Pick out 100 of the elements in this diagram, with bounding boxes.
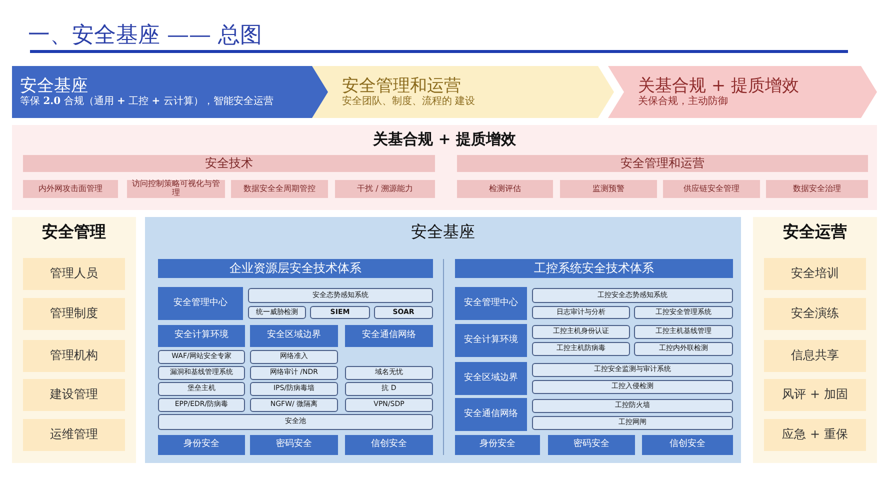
item-label: 建设管理 — [49, 388, 99, 402]
box-label: 安全区域边界 — [266, 331, 322, 341]
component-box — [345, 382, 433, 396]
box-label: 身份安全 — [478, 440, 516, 450]
section-panel — [12, 125, 877, 210]
category-box — [158, 287, 243, 320]
box-label: 密码安全 — [275, 440, 313, 450]
header-bar — [455, 259, 733, 278]
item-box — [764, 298, 866, 330]
item-box — [335, 180, 435, 198]
section-heading: 关基合规 + 提质增效 — [372, 131, 517, 148]
item-label: 数据安全治理 — [792, 184, 842, 194]
section-panel — [145, 217, 741, 463]
category-box — [455, 398, 527, 431]
item-label: 干扰 / 溯源能力 — [356, 184, 414, 194]
item-label: 风评 + 加固 — [781, 388, 849, 402]
component-box — [634, 325, 733, 339]
item-label: 应急 + 重保 — [781, 428, 849, 442]
component-box — [248, 306, 306, 319]
banner-heading: 关基合规 + 提质增效 — [638, 77, 800, 96]
bar-label: 企业资源层安全技术体系 — [228, 262, 362, 276]
category-box — [158, 435, 245, 455]
item-label: 内外网攻击面管理 — [38, 184, 104, 194]
item-box — [764, 419, 866, 451]
column-panel — [12, 217, 136, 463]
box-label: 信创安全 — [668, 440, 706, 450]
component-box — [250, 350, 338, 364]
banner-subtitle: 关保合规，主动防御 — [638, 96, 728, 107]
column-heading: 安全管理 — [41, 223, 107, 241]
item-label: 检测评估 — [488, 184, 522, 194]
item-label: 运维管理 — [49, 428, 99, 442]
column-panel — [753, 217, 877, 463]
box-label: 安全区域边界 — [463, 374, 519, 384]
box-label: 安全通信网络 — [361, 331, 417, 341]
component-box — [158, 366, 245, 380]
category-bar — [457, 155, 868, 172]
component-box — [310, 306, 370, 319]
component-box — [532, 325, 630, 339]
item-box — [764, 379, 866, 411]
component-box — [158, 398, 245, 412]
box-label: 身份安全 — [182, 440, 220, 450]
component-box — [345, 366, 433, 380]
box-label: 密码安全 — [572, 440, 610, 450]
component-box — [250, 366, 338, 380]
bar-label: 工控系统安全技术体系 — [533, 262, 655, 276]
section-heading: 安全基座 — [410, 223, 476, 241]
item-box — [663, 180, 760, 198]
column-heading: 安全运营 — [782, 223, 848, 241]
component-box — [532, 399, 733, 413]
item-box — [764, 258, 866, 290]
banner-heading: 安全管理和运营 — [342, 77, 461, 96]
item-label: 管理机构 — [49, 349, 99, 363]
category-box — [455, 324, 527, 357]
box-label: 安全计算环境 — [174, 331, 230, 341]
item-box — [764, 340, 866, 372]
component-box — [634, 342, 733, 356]
component-box — [345, 398, 433, 412]
component-box — [250, 382, 338, 396]
component-box — [158, 382, 245, 396]
component-box — [158, 414, 433, 430]
category-box — [548, 435, 635, 455]
category-box — [455, 435, 540, 455]
box-label: 信创安全 — [370, 440, 408, 450]
bar-label: 安全管理和运营 — [620, 156, 706, 170]
component-box — [532, 306, 630, 319]
category-box — [642, 435, 733, 455]
item-box — [23, 419, 125, 451]
item-label: 安全培训 — [790, 267, 840, 281]
item-box — [23, 298, 125, 330]
box-label: 安全管理中心 — [172, 298, 228, 308]
item-box — [23, 379, 125, 411]
category-box — [455, 362, 527, 395]
item-label: 信息共享 — [790, 349, 840, 363]
box-label: 安全计算环境 — [463, 336, 519, 346]
item-label: 数据安全全周期管控 — [242, 184, 316, 194]
item-label: 供应链安全管理 — [682, 184, 740, 194]
page-title: 一、安全基座 —— 总图 — [28, 22, 262, 50]
item-box — [23, 180, 118, 198]
category-box — [455, 287, 527, 320]
bar-label: 安全技术 — [204, 156, 254, 170]
item-box — [560, 180, 657, 198]
box-label: 安全通信网络 — [463, 410, 519, 420]
item-label: 安全演练 — [790, 307, 840, 321]
item-label: 管理制度 — [49, 307, 99, 321]
category-box — [345, 435, 433, 455]
item-box — [457, 180, 553, 198]
component-box — [250, 398, 338, 412]
item-box — [23, 258, 125, 290]
item-box — [23, 340, 125, 372]
banner-subtitle: 等保 2.0 合规（通用 + 工控 + 云计算），智能安全运营 — [20, 96, 274, 107]
component-box — [532, 342, 630, 356]
component-box — [532, 288, 733, 303]
item-label: 管理人员 — [49, 267, 99, 281]
category-box — [250, 435, 338, 455]
component-box — [532, 380, 733, 394]
banner-heading: 安全基座 — [20, 77, 88, 96]
category-box — [158, 325, 245, 347]
category-box — [345, 325, 433, 347]
component-box — [248, 288, 433, 303]
component-box — [158, 350, 245, 364]
